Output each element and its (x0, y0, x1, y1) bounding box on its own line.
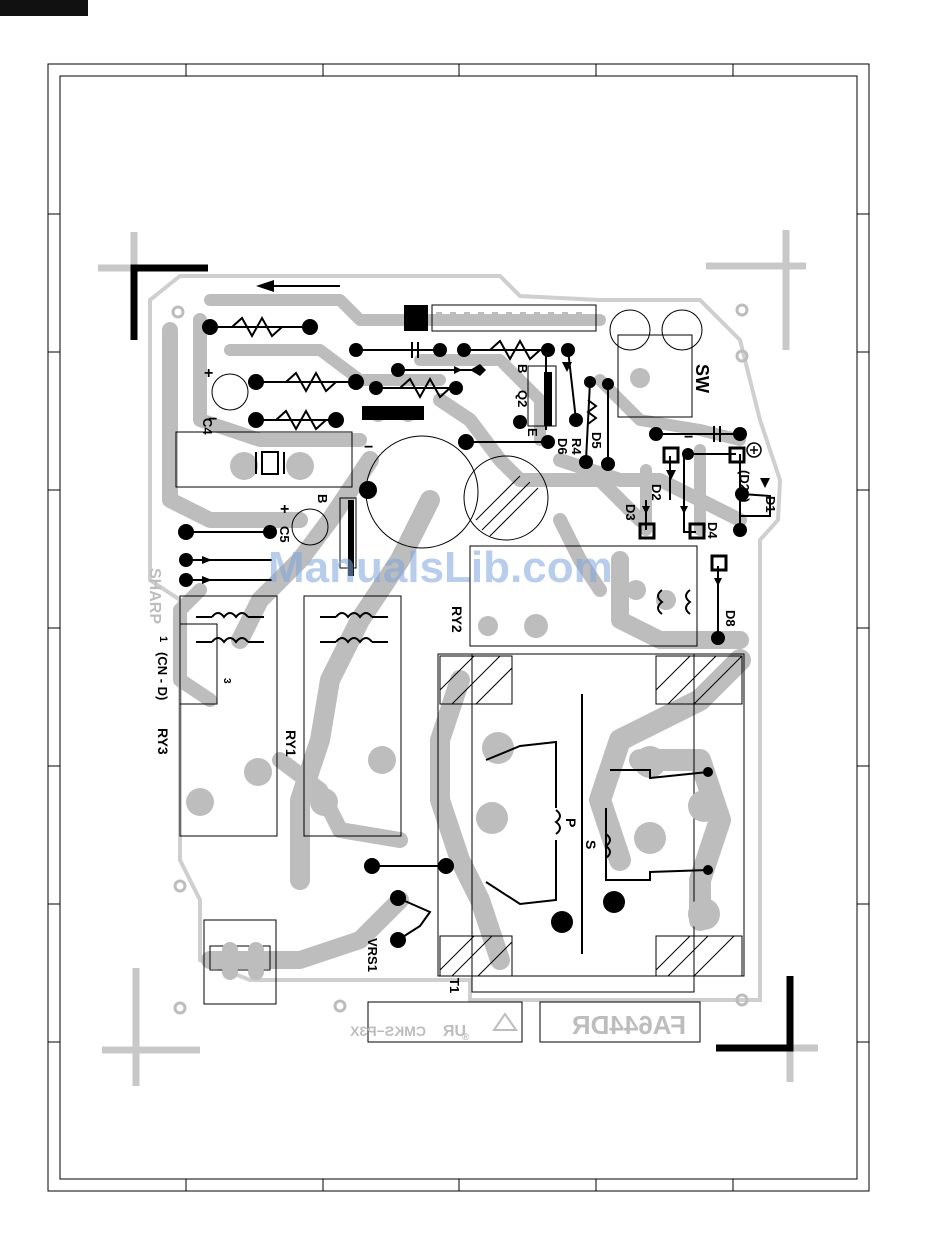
label-pin1: 1 (157, 636, 169, 642)
label-minus-cap: − (364, 439, 373, 456)
label-s: S (583, 840, 599, 849)
label-c5: C5 (277, 526, 292, 543)
silkscreen-sharp: SHARP (146, 568, 163, 624)
watermark: ManualsLib.com (268, 543, 613, 592)
label-b2: B (315, 494, 330, 503)
label-p: P (563, 818, 579, 827)
direction-arrow (256, 280, 340, 292)
label-d5: D5 (589, 432, 604, 449)
label-q2-e: E (525, 428, 540, 437)
label-d6: D6 (555, 438, 570, 455)
label-d1: D1 (763, 496, 778, 513)
silkscreen-part: FA644DR (572, 1010, 686, 1040)
silkscreen-triangle (494, 1014, 516, 1030)
label-d20: (D20) (737, 470, 752, 503)
silkscreen-code: CMKS−P3X (349, 1023, 426, 1039)
silkscreen-registered: ® (462, 1032, 470, 1043)
label-cn-d: (CN - D) (155, 652, 170, 700)
label-t1: T1 (447, 978, 462, 993)
label-d2: D2 (649, 484, 664, 501)
label-plus-c4: + (204, 365, 213, 382)
label-pin3: 3 (221, 678, 232, 684)
label-d3: D3 (623, 504, 638, 521)
crystal-symbol (256, 452, 284, 474)
label-ry3: RY3 (155, 728, 171, 755)
label-q2-b: B (515, 364, 530, 373)
polarity-plus-mark (747, 443, 761, 457)
label-ry1: RY1 (283, 730, 299, 757)
label-plus-c5: + (280, 501, 289, 518)
label-minus-d20: − (684, 429, 693, 446)
label-ry2: RY2 (449, 606, 465, 633)
label-q2: Q2 (515, 390, 530, 407)
corner-tab (0, 0, 88, 16)
label-d4: D4 (705, 522, 720, 539)
label-r4: R4 (569, 438, 584, 455)
label-d8: D8 (723, 610, 738, 627)
label-vrs1: VRS1 (365, 938, 380, 972)
label-sw: SW (692, 364, 712, 393)
label-minus-c4: − (208, 411, 217, 428)
